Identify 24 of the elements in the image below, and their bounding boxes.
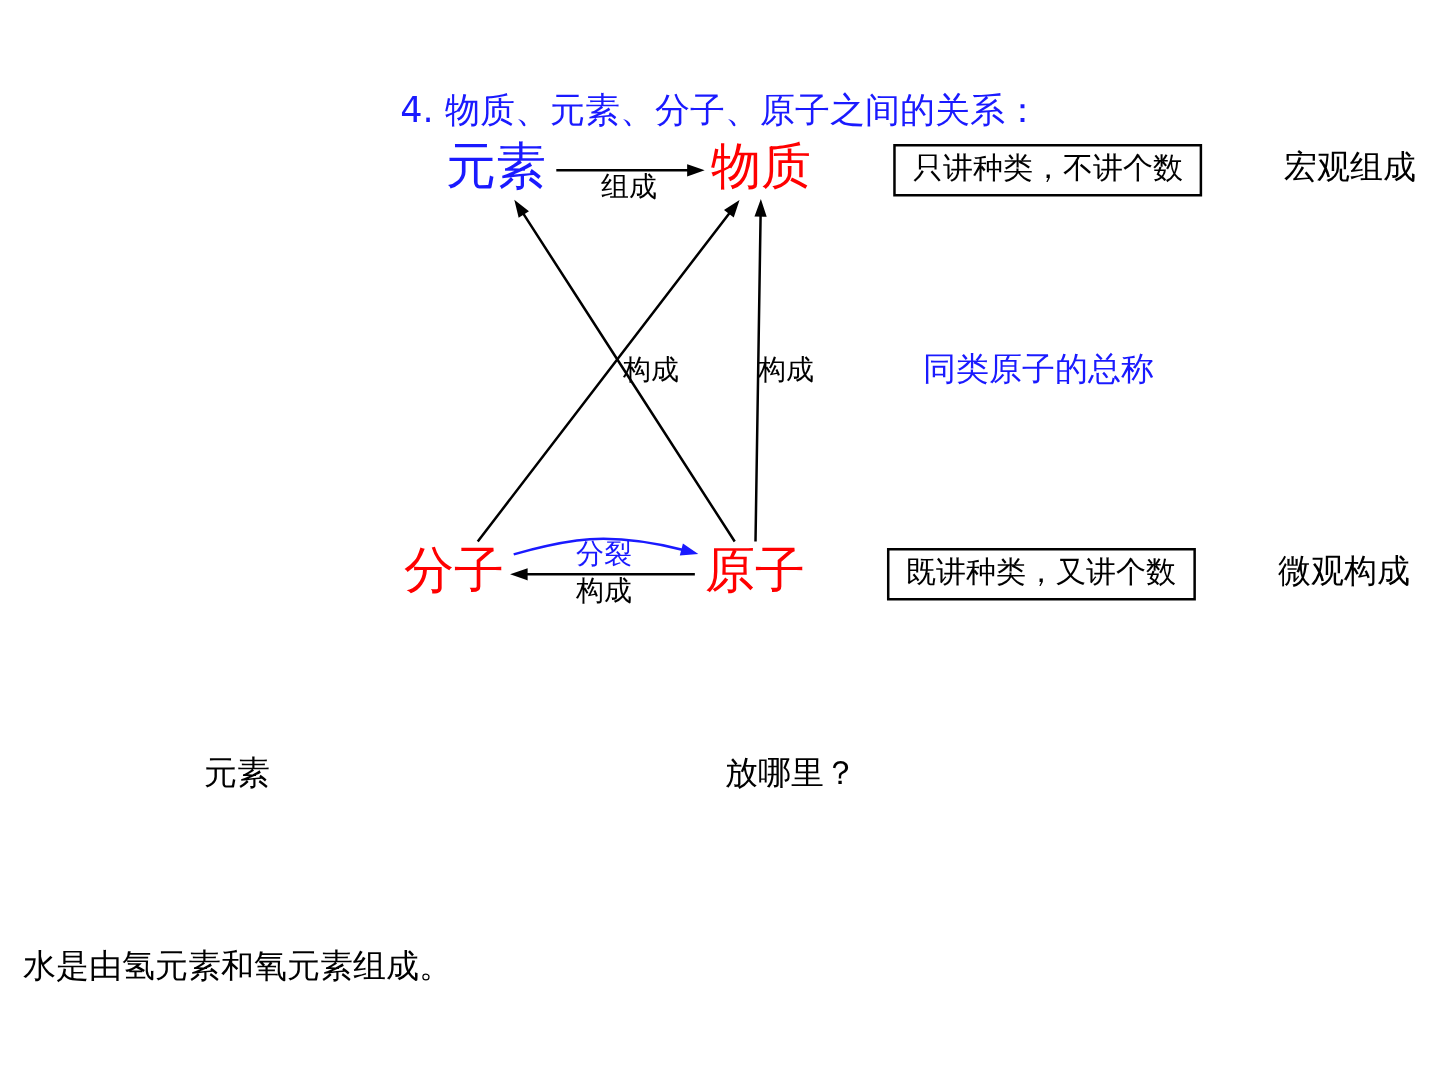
- node-box: 既讲种类，又讲个数: [886, 547, 1196, 601]
- node-text: 分子: [403, 540, 504, 599]
- node-text: 物质: [711, 136, 812, 195]
- edge-label: 构成: [623, 352, 680, 385]
- label: 微观构成: [1278, 551, 1411, 590]
- edge-label: 分裂: [576, 536, 633, 569]
- label: 放哪里？: [725, 753, 858, 792]
- node-text: 元素: [446, 136, 547, 195]
- arrow: [513, 537, 699, 556]
- label: 宏观组成: [1284, 147, 1417, 186]
- label: 同类原子的总称: [923, 349, 1155, 388]
- arrow: [514, 199, 736, 542]
- node-text: 原子: [705, 540, 806, 599]
- label: 水是由氢元素和氧元素组成。: [22, 946, 452, 985]
- diagram-title: 4. 物质、元素、分子、原子之间的关系：: [400, 89, 1040, 130]
- arrow: [754, 198, 767, 542]
- arrow: [510, 567, 695, 580]
- arrow: [476, 199, 740, 542]
- edge-label: 组成: [600, 169, 657, 202]
- arrow: [556, 163, 705, 176]
- edge-label: 构成: [758, 352, 815, 385]
- label: 元素: [204, 753, 271, 792]
- edge-label: 构成: [576, 573, 633, 606]
- node-box: 只讲种类，不讲个数: [893, 143, 1203, 197]
